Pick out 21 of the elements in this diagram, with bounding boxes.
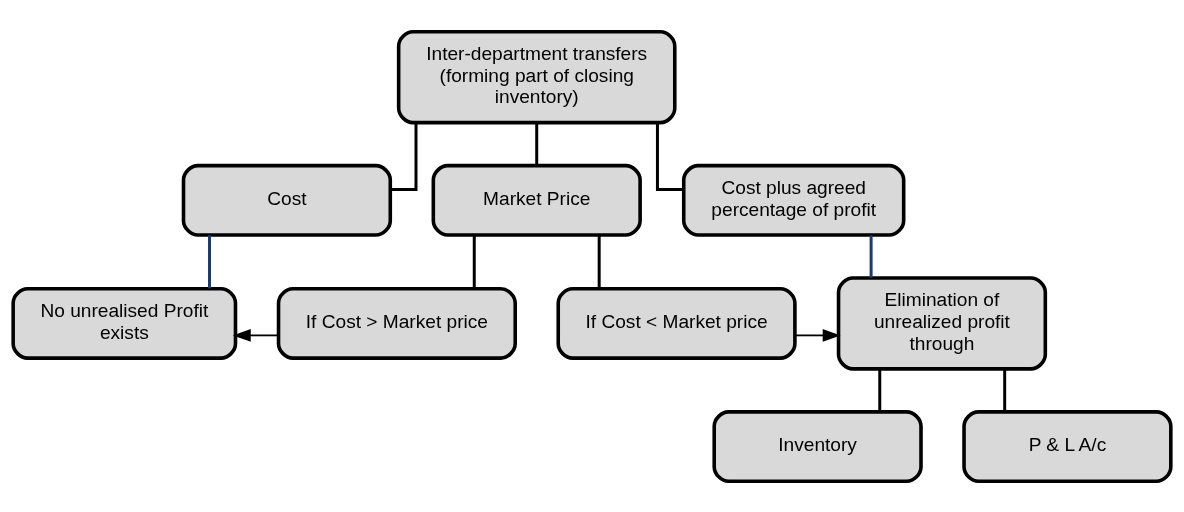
node-box: If Cost > Market price [276,286,517,360]
node-box: No unrealised Profit exists [11,286,238,360]
connector [208,234,211,288]
node-box: Inter-department transfers (forming part of closing inventory) [396,29,677,124]
connector [472,234,476,288]
node-box: If Cost < Market price [556,286,797,360]
connector [1003,368,1007,412]
node-box: Cost [181,163,393,237]
connector [390,122,418,191]
connector [655,122,684,191]
connector [535,122,539,165]
node-box: Market Price [431,163,642,237]
connector [869,234,873,278]
arrow [232,328,280,342]
node-box: P & L A/c [962,409,1173,483]
node-box: Inventory [712,409,923,483]
arrow [794,328,841,342]
node-box: Elimination of unrealized profit through [836,275,1048,371]
node-box: Cost plus agreed percentage of profit [681,163,906,237]
connector [597,234,601,288]
connector [878,368,882,412]
